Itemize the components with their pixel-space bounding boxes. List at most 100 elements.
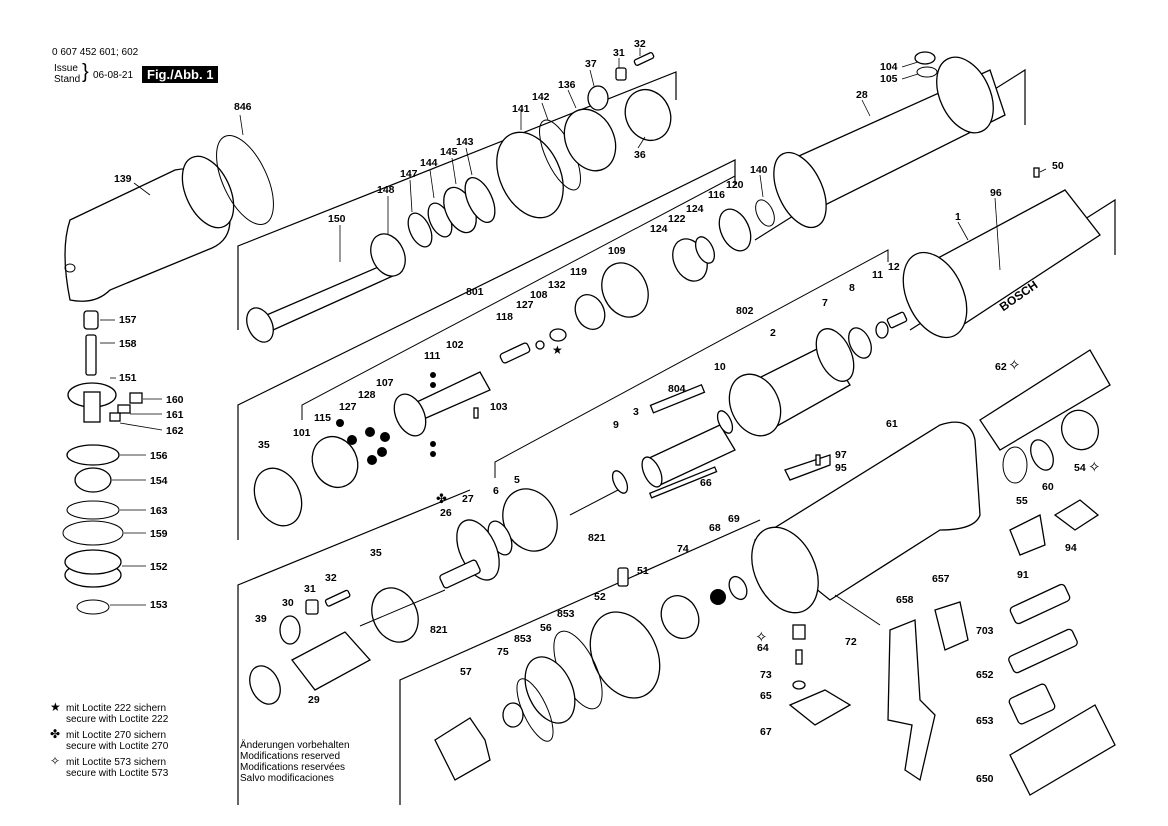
part-labels: 846 139 157 158 151 160 161 162 156 154 … — [114, 38, 1086, 785]
muffler-62 — [979, 349, 1111, 451]
label-158: 158 — [119, 338, 137, 350]
shaft-102 — [393, 371, 491, 437]
bevel-gear-151 — [67, 382, 117, 423]
label-159: 159 — [150, 528, 168, 540]
loctite-222-star-marker: ★ — [552, 343, 563, 357]
label-31-lower: 31 — [304, 583, 316, 595]
issue-label-de: Stand — [54, 74, 81, 85]
ring-136 — [563, 108, 617, 172]
label-50: 50 — [1052, 160, 1064, 172]
label-150: 150 — [328, 213, 346, 225]
label-97: 97 — [835, 449, 847, 461]
valve-56 — [524, 656, 576, 724]
screw-64 — [792, 624, 806, 640]
ball-128a — [347, 435, 357, 445]
legend-row-270: ✤ mit Loctite 270 sichern secure with Lo… — [50, 727, 168, 752]
ball-111b — [430, 382, 436, 388]
label-160: 160 — [166, 394, 184, 406]
label-142: 142 — [532, 91, 550, 103]
spring-69 — [728, 575, 748, 601]
label-74: 74 — [677, 543, 689, 555]
legend-573-en: secure with Loctite 573 — [66, 768, 169, 779]
label-802: 802 — [736, 305, 754, 317]
label-39: 39 — [255, 613, 267, 625]
legend-270-de: mit Loctite 270 sichern — [66, 730, 167, 741]
label-128: 128 — [358, 389, 376, 401]
angle-head-139 — [64, 155, 235, 302]
ball-68 — [710, 589, 726, 605]
loctite-legend: ★ mit Loctite 222 sichern secure with Lo… — [50, 701, 169, 784]
fitting-653 — [1008, 683, 1056, 725]
label-143: 143 — [456, 136, 474, 148]
pin-162 — [109, 412, 121, 422]
label-75: 75 — [497, 646, 509, 658]
label-62: 62 — [995, 361, 1007, 373]
cap-116 — [718, 208, 752, 252]
housing-28 — [773, 56, 1006, 229]
rod-821-top — [569, 489, 619, 516]
label-8: 8 — [849, 282, 855, 294]
handle-61 — [751, 421, 981, 614]
label-653: 653 — [976, 715, 994, 727]
bearing-31-lower — [305, 599, 319, 615]
label-61: 61 — [886, 418, 898, 430]
washer-105 — [916, 66, 938, 78]
pin-32-top — [633, 52, 655, 66]
label-109: 109 — [608, 245, 626, 257]
label-36: 36 — [634, 149, 646, 161]
label-69: 69 — [728, 513, 740, 525]
label-124-a: 124 — [686, 203, 704, 215]
ring-101 — [311, 436, 359, 488]
vane-804 — [649, 383, 706, 414]
ball-111c — [430, 441, 436, 447]
label-161: 161 — [166, 409, 184, 421]
o-ring-140 — [755, 199, 775, 227]
pin-103 — [473, 407, 479, 419]
label-73: 73 — [760, 669, 772, 681]
label-111: 111 — [424, 350, 441, 362]
bearing-8 — [848, 327, 872, 359]
washer-10 — [716, 410, 734, 434]
bolt-160 — [129, 392, 143, 404]
label-804: 804 — [668, 383, 686, 395]
clover-icon: ✤ — [50, 727, 61, 741]
label-846: 846 — [234, 101, 252, 113]
legend-222-de: mit Loctite 222 sichern — [66, 703, 167, 714]
label-72: 72 — [845, 636, 857, 648]
bearing-157 — [83, 310, 99, 330]
pin-72 — [834, 594, 881, 626]
label-122: 122 — [668, 213, 686, 225]
label-66: 66 — [700, 477, 712, 489]
ball-128d — [367, 455, 377, 465]
o-ring-853b — [516, 678, 554, 742]
label-3: 3 — [633, 406, 639, 418]
label-124-b: 124 — [650, 223, 668, 235]
label-32-top: 32 — [634, 38, 646, 50]
label-9: 9 — [613, 419, 619, 431]
screw-97 — [815, 454, 821, 466]
label-28: 28 — [856, 89, 868, 101]
label-116: 116 — [708, 189, 725, 201]
washer-156 — [66, 444, 120, 466]
carrier-29 — [291, 631, 372, 691]
label-29: 29 — [308, 694, 320, 706]
loctite-270-clover-marker-27: ✤ — [436, 491, 447, 506]
label-153: 153 — [150, 599, 168, 611]
screw-12 — [886, 311, 908, 329]
issue-date: 06-08-21 — [93, 70, 134, 81]
ring-35-lower — [371, 587, 419, 643]
ring-39 — [249, 665, 281, 705]
label-35-top: 35 — [258, 439, 270, 451]
nut-152 — [64, 549, 122, 588]
screw-51 — [617, 567, 629, 587]
vane-66 — [648, 466, 718, 499]
label-120: 120 — [726, 179, 744, 191]
gear-37 — [587, 85, 609, 111]
modification-notes: Änderungen vorbehalten Modifications res… — [240, 740, 350, 784]
label-57: 57 — [460, 666, 472, 678]
label-144: 144 — [420, 157, 438, 169]
o-ring-55 — [1002, 446, 1028, 484]
washer-9 — [611, 470, 629, 494]
label-56: 56 — [540, 622, 552, 634]
